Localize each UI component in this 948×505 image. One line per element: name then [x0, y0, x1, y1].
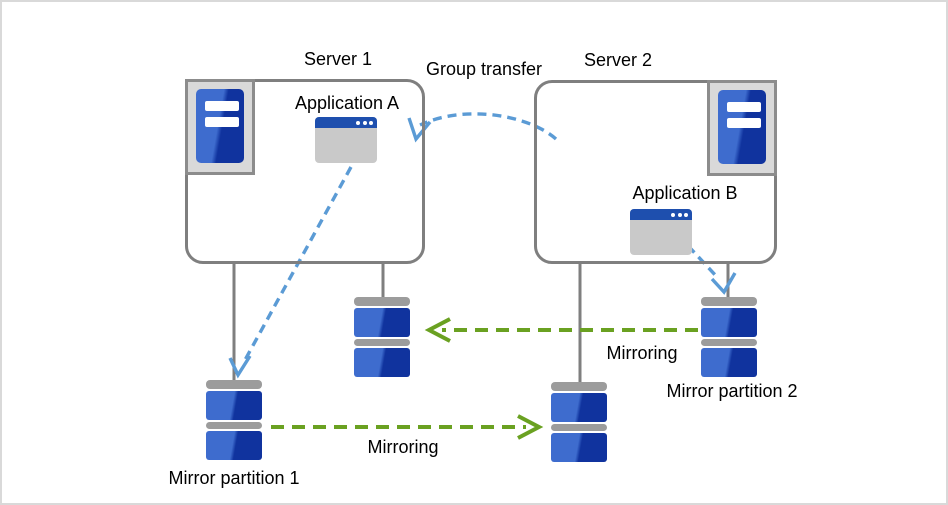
disk-stack-icon-server2-copy	[551, 382, 607, 462]
titlebar-dot	[369, 120, 373, 125]
arrow-mirroring-right-to-left	[424, 317, 698, 343]
server-tower-front	[196, 89, 244, 163]
server1-label: Server 1	[303, 49, 373, 69]
application-a-label: Application A	[294, 93, 400, 113]
mirroring-label-top: Mirroring	[606, 343, 678, 363]
app-window-icon	[630, 209, 692, 255]
server-slot	[727, 118, 761, 128]
disk-body	[206, 431, 262, 460]
disk-cap	[206, 380, 262, 389]
disk-cap	[701, 297, 757, 306]
titlebar-dot	[684, 212, 688, 217]
disk-body	[206, 391, 262, 420]
server-tower-front	[718, 90, 766, 164]
disk-cap	[551, 382, 607, 391]
disk-body	[551, 393, 607, 422]
arrow-mirroring-left-to-right	[271, 414, 544, 440]
titlebar-dot	[356, 120, 360, 125]
app-titlebar	[630, 209, 692, 220]
disk-body	[551, 433, 607, 462]
titlebar-dot	[671, 212, 675, 217]
disk-stack-icon-partition1	[206, 380, 262, 460]
server-tower-icon	[185, 79, 255, 175]
disk-cap	[551, 424, 607, 431]
disk-stack-icon-server1-copy	[354, 297, 410, 377]
mirror-partition1-label: Mirror partition 1	[168, 468, 300, 488]
server-slot	[205, 101, 239, 111]
disk-stack-icon-partition2	[701, 297, 757, 377]
disk-cap	[354, 339, 410, 346]
app-window-icon	[315, 117, 377, 163]
disk-body	[701, 348, 757, 377]
app-titlebar	[315, 117, 377, 128]
application-b-label: Application B	[632, 183, 738, 203]
disk-cap	[206, 422, 262, 429]
disk-body	[354, 308, 410, 337]
server2-label: Server 2	[583, 50, 653, 70]
titlebar-dot	[677, 212, 682, 217]
disk-cap	[701, 339, 757, 346]
disk-cap	[354, 297, 410, 306]
server-tower-icon	[707, 80, 777, 176]
disk-body	[354, 348, 410, 377]
group-transfer-label: Group transfer	[425, 59, 543, 79]
disk-body	[701, 308, 757, 337]
server-disk-connectors	[232, 263, 730, 384]
server-slot	[205, 117, 239, 127]
titlebar-dot	[362, 120, 367, 125]
mirroring-label-bottom: Mirroring	[367, 437, 439, 457]
mirror-partition2-label: Mirror partition 2	[666, 381, 798, 401]
server-slot	[727, 102, 761, 112]
